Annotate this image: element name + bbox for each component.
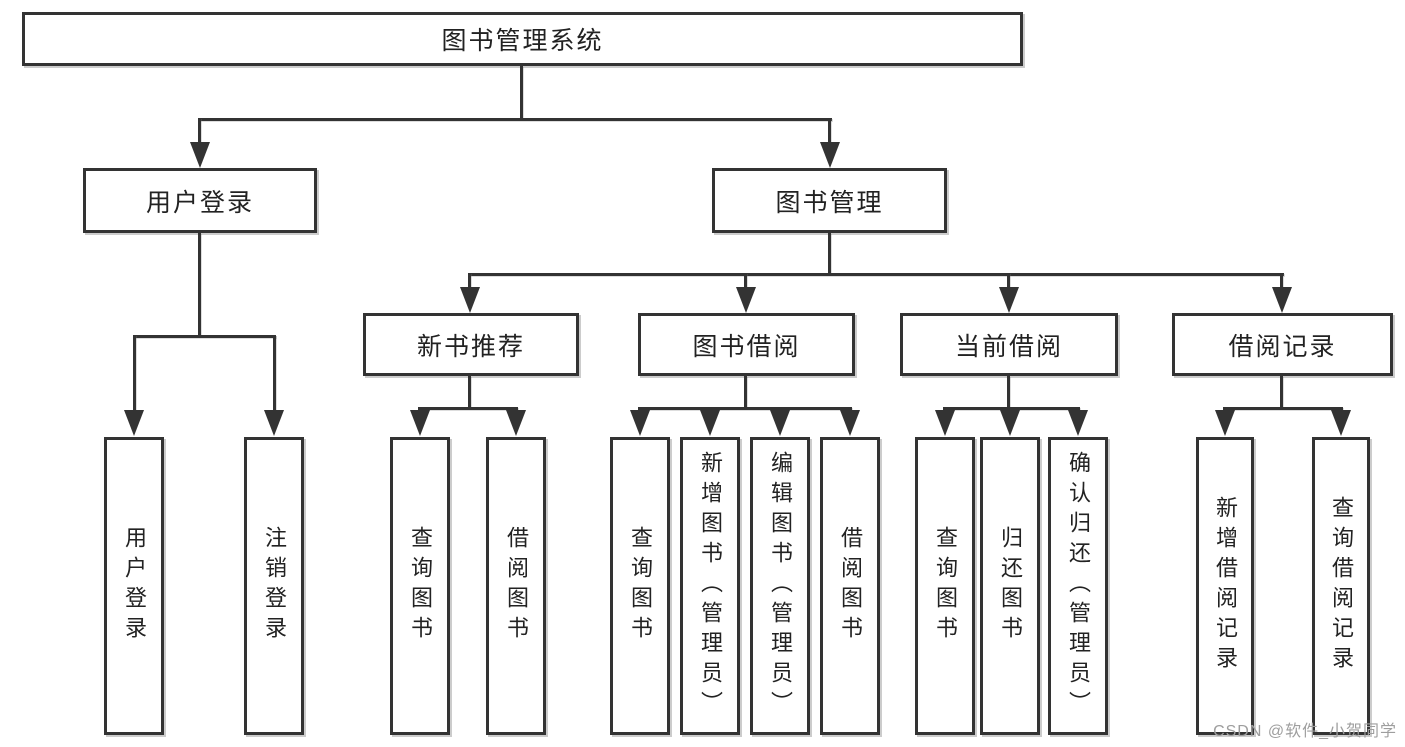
- leaf-borrow-books-label: 借阅图书: [838, 526, 863, 646]
- arrow-down: [736, 287, 756, 313]
- connector-line: [273, 335, 276, 411]
- connector-line: [468, 376, 471, 407]
- arrow-down: [820, 142, 840, 168]
- node-book-management-label: 图书管理: [775, 188, 884, 217]
- node-current-borrowing-label: 当前借阅: [954, 332, 1063, 361]
- connector-line: [469, 273, 1284, 276]
- node-book-borrowing: 图书借阅: [638, 313, 855, 376]
- connector-line: [638, 407, 852, 410]
- connector-line: [520, 66, 523, 118]
- arrow-down: [1068, 410, 1088, 436]
- arrow-down: [999, 287, 1019, 313]
- leaf-borrow-books-recommend-label: 借阅图书: [504, 526, 529, 646]
- node-new-book-recommend-label: 新书推荐: [416, 332, 525, 361]
- connector-line: [1280, 273, 1283, 289]
- node-new-book-recommend: 新书推荐: [363, 313, 579, 376]
- leaf-return-books: 归还图书: [980, 437, 1040, 735]
- node-current-borrowing: 当前借阅: [900, 313, 1118, 376]
- leaf-query-borrow-record-label: 查询借阅记录: [1329, 496, 1354, 676]
- arrow-down: [1215, 410, 1235, 436]
- node-user-login: 用户登录: [83, 168, 317, 233]
- leaf-return-books-label: 归还图书: [998, 526, 1023, 646]
- node-borrowing-records: 借阅记录: [1172, 313, 1393, 376]
- arrow-down: [1272, 287, 1292, 313]
- leaf-user-login: 用户登录: [104, 437, 164, 735]
- leaf-query-books-borrow-label: 查询图书: [628, 526, 653, 646]
- leaf-add-books-admin-label: 新增图书（管理员）: [698, 451, 723, 721]
- leaf-query-books-recommend: 查询图书: [390, 437, 450, 735]
- arrow-down: [190, 142, 210, 168]
- leaf-query-borrow-record: 查询借阅记录: [1312, 437, 1370, 735]
- leaf-edit-books-admin: 编辑图书（管理员）: [750, 437, 810, 735]
- arrow-down: [700, 410, 720, 436]
- leaf-add-borrow-record-label: 新增借阅记录: [1213, 496, 1238, 676]
- arrow-down: [1000, 410, 1020, 436]
- leaf-query-books-current-label: 查询图书: [933, 526, 958, 646]
- leaf-query-books-current: 查询图书: [915, 437, 975, 735]
- connector-line: [1007, 376, 1010, 407]
- connector-line: [199, 118, 832, 121]
- leaf-borrow-books: 借阅图书: [820, 437, 880, 735]
- connector-line: [744, 376, 747, 407]
- arrow-down: [410, 410, 430, 436]
- leaf-query-books-borrow: 查询图书: [610, 437, 670, 735]
- arrow-down: [264, 410, 284, 436]
- node-book-borrowing-label: 图书借阅: [692, 332, 801, 361]
- connector-line: [468, 273, 471, 289]
- arrow-down: [630, 410, 650, 436]
- node-user-login-label: 用户登录: [145, 188, 254, 217]
- connector-line: [1007, 273, 1010, 289]
- leaf-confirm-return-admin-label: 确认归还（管理员）: [1066, 451, 1091, 721]
- leaf-logout-label: 注销登录: [262, 526, 287, 646]
- connector-line: [198, 233, 201, 335]
- node-book-management: 图书管理: [712, 168, 947, 233]
- connector-line: [828, 118, 831, 144]
- connector-line: [1280, 376, 1283, 407]
- leaf-edit-books-admin-label: 编辑图书（管理员）: [768, 451, 793, 721]
- arrow-down: [124, 410, 144, 436]
- connector-line: [1223, 407, 1343, 410]
- arrow-down: [840, 410, 860, 436]
- leaf-borrow-books-recommend: 借阅图书: [486, 437, 546, 735]
- arrow-down: [770, 410, 790, 436]
- watermark: CSDN @软件_小贺同学: [1213, 723, 1397, 740]
- connector-line: [418, 407, 518, 410]
- node-root-label: 图书管理系统: [441, 27, 604, 55]
- connector-line: [133, 335, 136, 411]
- arrow-down: [506, 410, 526, 436]
- node-root: 图书管理系统: [22, 12, 1023, 66]
- node-borrowing-records-label: 借阅记录: [1228, 332, 1337, 361]
- connector-line: [133, 335, 276, 338]
- connector-line: [744, 273, 747, 289]
- leaf-logout: 注销登录: [244, 437, 304, 735]
- leaf-confirm-return-admin: 确认归还（管理员）: [1048, 437, 1108, 735]
- leaf-add-books-admin: 新增图书（管理员）: [680, 437, 740, 735]
- leaf-query-books-recommend-label: 查询图书: [408, 526, 433, 646]
- arrow-down: [1331, 410, 1351, 436]
- connector-line: [943, 407, 1080, 410]
- arrow-down: [935, 410, 955, 436]
- leaf-add-borrow-record: 新增借阅记录: [1196, 437, 1254, 735]
- connector-line: [198, 118, 201, 144]
- connector-line: [828, 233, 831, 273]
- leaf-user-login-label: 用户登录: [122, 526, 147, 646]
- arrow-down: [460, 287, 480, 313]
